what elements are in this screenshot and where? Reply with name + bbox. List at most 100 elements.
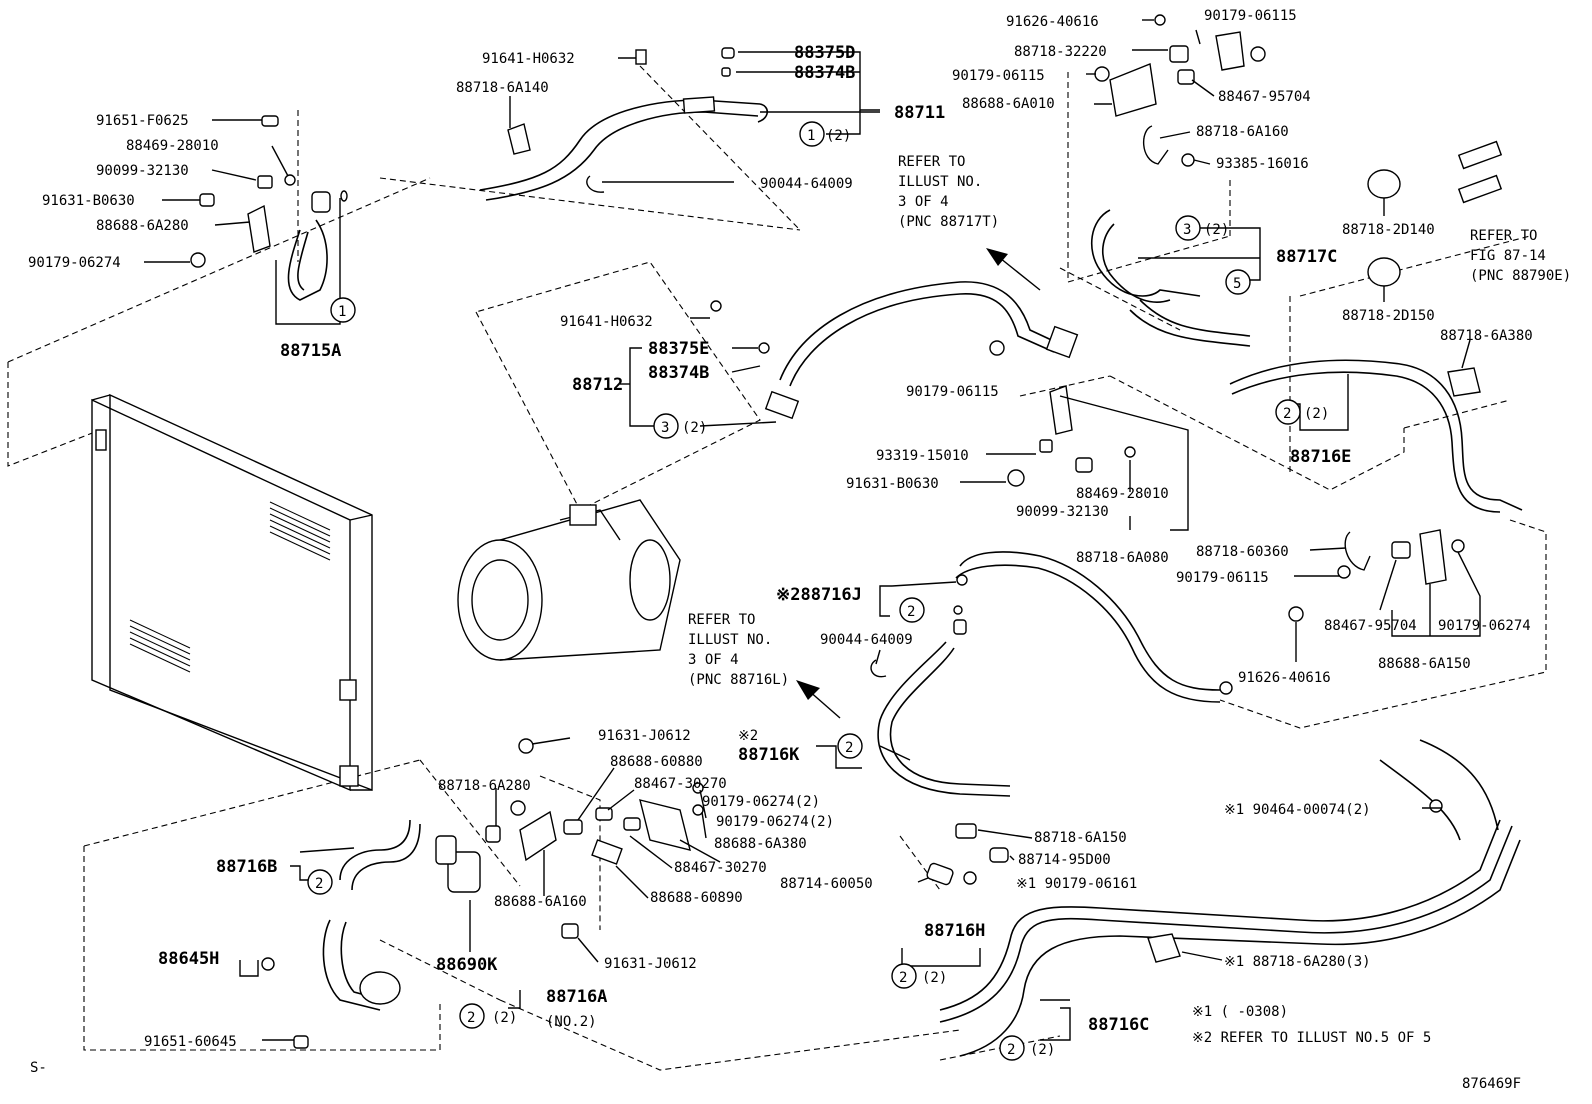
label-88688-6A380: 88688-6A380 [714, 836, 807, 852]
compressor [457, 499, 681, 661]
label-88712: 88712 [572, 375, 623, 395]
label-88714-95D00: 88714-95D00 [1018, 852, 1111, 868]
label-88467-30270-b: 88467-30270 [674, 860, 767, 876]
label-88469-28010-a: 88469-28010 [126, 138, 219, 154]
label-88374B-top: 88374B [794, 63, 855, 83]
label-91641-H0632-b: 91641-H0632 [560, 314, 653, 330]
refer-note-pnc-88717t: REFER TO ILLUST NO. 3 OF 4 (PNC 88717T) [898, 154, 999, 230]
label-88711: 88711 [894, 103, 945, 123]
svg-text:2: 2 [845, 740, 853, 756]
svg-text:ILLUST NO.: ILLUST NO. [898, 174, 982, 190]
label-93319-15010: 93319-15010 [876, 448, 969, 464]
refer-note-pnc-88790e: REFER TO FIG 87-14 (PNC 88790E) [1470, 228, 1571, 284]
label-90179-06274-a: 90179-06274 [28, 255, 121, 271]
callout-1-b: 1 [330, 297, 356, 323]
svg-text:1: 1 [338, 304, 346, 320]
callout-2-b: 2 [899, 597, 925, 623]
label-88690K: 88690K [436, 955, 498, 975]
svg-text:3: 3 [1183, 222, 1191, 238]
figure-code: 876469F [1462, 1076, 1521, 1092]
svg-text:(2): (2) [1304, 406, 1329, 422]
label-91631-J0612-b: 91631-J0612 [604, 956, 697, 972]
label-88718-6A160: 88718-6A160 [1196, 124, 1289, 140]
svg-text:(PNC 88716L): (PNC 88716L) [688, 672, 789, 688]
svg-text:3 OF 4: 3 OF 4 [688, 652, 739, 668]
label-88716C: 88716C [1088, 1015, 1149, 1035]
svg-text:※1 ( -0308): ※1 ( -0308) [1192, 1004, 1288, 1020]
label-88715A: 88715A [280, 341, 341, 361]
svg-text:2: 2 [907, 604, 915, 620]
corner-mark: S- [30, 1060, 47, 1076]
label-91651-60645: 91651-60645 [144, 1034, 237, 1050]
callout-3-a: 3 (2) [1175, 215, 1229, 241]
callout-2-g: 2(2) [999, 1035, 1055, 1061]
label-88718-32220: 88718-32220 [1014, 44, 1107, 60]
label-88375D: 88375D [794, 43, 855, 63]
label-90044-64009-a: 90044-64009 [760, 176, 853, 192]
label-90179-06115-b: 90179-06115 [952, 68, 1045, 84]
label-88688-60890: 88688-60890 [650, 890, 743, 906]
label-88688-6A280: 88688-6A280 [96, 218, 189, 234]
callout-2-d: 2 [307, 869, 333, 895]
label-90044-64009-b: 90044-64009 [820, 632, 913, 648]
svg-text:(2): (2) [826, 128, 851, 144]
label-88467-30270-a: 88467-30270 [634, 776, 727, 792]
svg-text:REFER TO: REFER TO [688, 612, 755, 628]
label-90179-06274-d: 90179-06274(2) [716, 814, 834, 830]
svg-text:REFER TO: REFER TO [898, 154, 965, 170]
label-90099-32130-a: 90099-32130 [96, 163, 189, 179]
label-88467-95704-b: 88467-95704 [1324, 618, 1417, 634]
condenser [91, 393, 373, 792]
label-88374B-mid: 88374B [648, 363, 709, 383]
label-88718-2D150: 88718-2D150 [1342, 308, 1435, 324]
svg-text:※2 REFER TO ILLUST NO.5 OF 5: ※2 REFER TO ILLUST NO.5 OF 5 [1192, 1030, 1431, 1046]
label-91631-J0612-a: 91631-J0612 [598, 728, 691, 744]
label-88716K: 88716K [738, 745, 800, 765]
svg-text:3: 3 [661, 420, 669, 436]
label-88714-60050: 88714-60050 [780, 876, 873, 892]
label-88469-28010-b: 88469-28010 [1076, 486, 1169, 502]
piping [287, 96, 1523, 1057]
label-88375E: 88375E [648, 339, 709, 359]
callout-2-e: 2 (2) [459, 1003, 517, 1029]
small-parts [190, 14, 1503, 1049]
label-90179-06115-c: 90179-06115 [906, 384, 999, 400]
refer-note-pnc-88716l: REFER TO ILLUST NO. 3 OF 4 (PNC 88716L) [688, 612, 789, 688]
svg-text:(PNC 88790E): (PNC 88790E) [1470, 268, 1571, 284]
label-90179-06274-b: 90179-06274 [1438, 618, 1531, 634]
label-91651-F0625: 91651-F0625 [96, 113, 189, 129]
svg-text:FIG 87-14: FIG 87-14 [1470, 248, 1546, 264]
callout-3-b: 3 (2) [653, 413, 707, 439]
label-88716H: 88716H [924, 921, 985, 941]
label-88718-6A280-a: 88718-6A280 [438, 778, 531, 794]
label-90179-06115-a: 90179-06115 [1204, 8, 1297, 24]
svg-text:5: 5 [1233, 276, 1241, 292]
label-88688-6A160: 88688-6A160 [494, 894, 587, 910]
svg-text:(2): (2) [1204, 222, 1229, 238]
label-90179-06274-c: 90179-06274(2) [702, 794, 820, 810]
svg-text:2: 2 [1283, 406, 1291, 422]
callout-1-a: 1(2) [799, 121, 851, 147]
label-88718-60360: 88718-60360 [1196, 544, 1289, 560]
svg-text:2: 2 [467, 1010, 475, 1026]
svg-text:REFER TO: REFER TO [1470, 228, 1537, 244]
svg-text:(2): (2) [922, 970, 947, 986]
part-labels: 91651-F0625 88469-28010 90099-32130 9163… [28, 8, 1533, 1050]
label-88718-6A150: 88718-6A150 [1034, 830, 1127, 846]
callout-2-f: 2 (2) [891, 963, 947, 989]
svg-text:2: 2 [1007, 1042, 1015, 1058]
svg-text:2: 2 [899, 970, 907, 986]
callout-5: 5 [1225, 269, 1251, 295]
label-88716E: 88716E [1290, 447, 1351, 467]
label-88716K-note: ※2 [738, 728, 758, 744]
label-88688-60880: 88688-60880 [610, 754, 703, 770]
callout-circles: 1(2) 1 3(2) 5 3(2) 2(2) 2 2 2 2(2) 2(2) … [307, 121, 1329, 1061]
svg-text:3 OF 4: 3 OF 4 [898, 194, 949, 210]
label-91631-B0630-b: 91631-B0630 [846, 476, 939, 492]
label-88718-6A140: 88718-6A140 [456, 80, 549, 96]
svg-text:2: 2 [315, 876, 323, 892]
svg-text:(2): (2) [492, 1010, 517, 1026]
svg-text:(2): (2) [682, 420, 707, 436]
